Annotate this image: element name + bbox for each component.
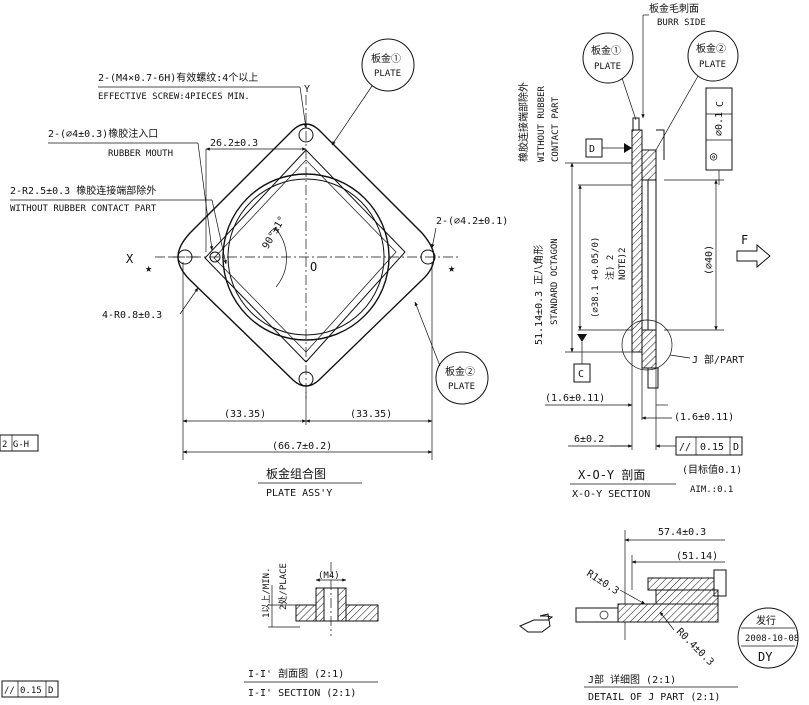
origin-label: O [310,260,317,274]
ii-title-en: I-I' SECTION (2:1) [248,688,356,699]
direction-f-arrow [736,243,771,269]
rubber-note-cn: 橡胶连接端部除外 [517,82,530,162]
section-plate1 [631,129,643,353]
octagon-dim-cn: 51.14±0.3 正八角形 [533,245,545,345]
effective-screw-note: 2-(M4×0.7-6H)有效螺纹:4个以上 [98,71,258,84]
dim-half-right: (33.35) [350,409,392,420]
plate-inner-outline [204,149,406,363]
plate2-balloon [435,351,489,405]
xoy-section-view: 板金毛刺面 BURR SIDE 板金① PLATE 板金② PLATE 橡胶连接… [517,2,771,500]
position-value: ⌀0.1 [714,112,725,136]
direction-f-label: F [741,233,748,247]
stamp-top: 发行 [756,614,776,627]
section-plate2-cn: 板金② [696,42,726,55]
plate1-balloon [361,38,415,92]
section-plate2-top [641,149,657,181]
section-plate1-cn: 板金① [591,44,621,57]
rubber-note-en1: WITHOUT RUBBER [537,86,547,162]
burr-side-en: BURR SIDE [657,18,706,28]
without-rubber-en: WITHOUT RUBBER CONTACT PART [10,204,157,214]
section-plate1-en: PLATE [594,62,621,72]
octagon-dim-en: STANDARD OCTAGON [550,238,560,325]
rubber-mouth-en: RUBBER MOUTH [108,149,173,159]
section-plate2-en: PLATE [699,60,726,70]
stamp-initials: DY [758,650,773,664]
ii-section-view: 1以上/MIN. 2处/PLACE (M4) I-I' 剖面图 (2:1) I-… [244,562,379,699]
aim-cn: (目标值0.1) [682,463,742,476]
note-en: NOTE)2 [618,247,628,280]
plate-assy-title-cn: 板金组合图 [266,466,326,481]
dim-6: 6±0.2 [574,434,604,445]
rubber-mouth-note: 2-(⌀4±0.3)橡胶注入口 [48,127,158,140]
section-plate2-balloon [687,30,739,82]
datum-c: C [578,369,584,380]
xoy-title-cn: X-O-Y 剖面 [578,468,645,482]
j-detail-circle [621,319,673,371]
plate1-cn: 板金① [371,52,401,65]
burr-side-cn: 板金毛刺面 [649,2,699,15]
section-plate2-bottom [641,329,657,369]
detail-r0-4: R0.4±0.3 [674,626,716,668]
ii-m4-label: (M4) [318,571,340,581]
note-cn: 注) 2 [604,255,616,280]
aim-en: AIM.:0.1 [690,485,733,495]
plate-assy-view: 2-(M4×0.7-6H)有效螺纹:4个以上 EFFECTIVE SCREW:4… [0,38,508,698]
j-part-label: J 部/PART [692,353,744,366]
left-fragment: 2 G-H [2,440,29,450]
bottom-frame-ref: D [48,686,53,696]
detail-j-view: 57.4±0.3 (51.14) R1±0.3 R0.4±0.3 J部 详细图 … [519,527,738,703]
bottom-frame-sym: // [4,686,15,696]
dim-1-6-left: (1.6±0.11) [545,393,605,404]
dim-total: (66.7±0.2) [272,441,332,452]
effective-screw-en: EFFECTIVE SCREW:4PIECES MIN. [98,92,250,102]
plate2-en: PLATE [448,382,475,392]
section-plate1-balloon [582,32,634,84]
dia-38-1: (⌀38.1 +0.05/0) [591,237,601,318]
hole-4-2-note: 2-(⌀4.2±0.1) [436,216,508,227]
detail-r1: R1±0.3 [584,568,620,597]
plate2-cn: 板金② [445,365,475,378]
concentricity-symbol: ◎ [710,149,717,163]
position-ref: C [715,101,726,107]
angle-label: 90°±1° [261,214,289,251]
star-left: ★ [145,261,152,275]
axis-x-label: X [126,252,134,266]
parallel-value: 0.15 [700,442,724,453]
dim-half-left: (33.35) [224,409,266,420]
bottom-frame-val: 0.15 [20,686,42,696]
plate-assy-title-en: PLATE ASS'Y [266,488,332,499]
parallel-symbol: // [679,442,691,453]
without-rubber-note: 2-R2.5±0.3 橡胶连接端部除外 [10,184,156,197]
parallel-ref: D [733,442,739,453]
rubber-note-en2: CONTACT PART [551,96,561,162]
dia-40: (⌀40) [704,245,715,275]
detail-title-cn: J部 详细图 (2:1) [588,673,676,686]
release-stamp: 发行 2008-10-08 DY [737,607,799,669]
bottom-tolerance-frame [1,680,59,698]
ii-title-cn: I-I' 剖面图 (2:1) [248,667,344,680]
radius-note: 4-R0.8±0.3 [102,310,162,321]
detail-dim-57-4: 57.4±0.3 [658,527,706,538]
dim-1-6-right: (1.6±0.11) [674,412,734,423]
stamp-date: 2008-10-08 [745,634,799,644]
parallelism-frame [675,436,743,456]
datum-d: D [589,144,595,155]
pointing-hand-icon [519,613,554,633]
plate1-en: PLATE [374,69,401,79]
ii-min-label: 1以上/MIN. [261,567,272,618]
axis-y-label: Y [304,84,310,95]
star-right: ★ [448,261,455,275]
xoy-title-en: X-O-Y SECTION [572,489,650,500]
dim-26-2: 26.2±0.3 [210,138,258,149]
detail-dim-51-14: (51.14) [676,551,718,562]
ii-place-label: 2处/PLACE [277,563,289,610]
detail-title-en: DETAIL OF J PART (2:1) [588,692,720,703]
